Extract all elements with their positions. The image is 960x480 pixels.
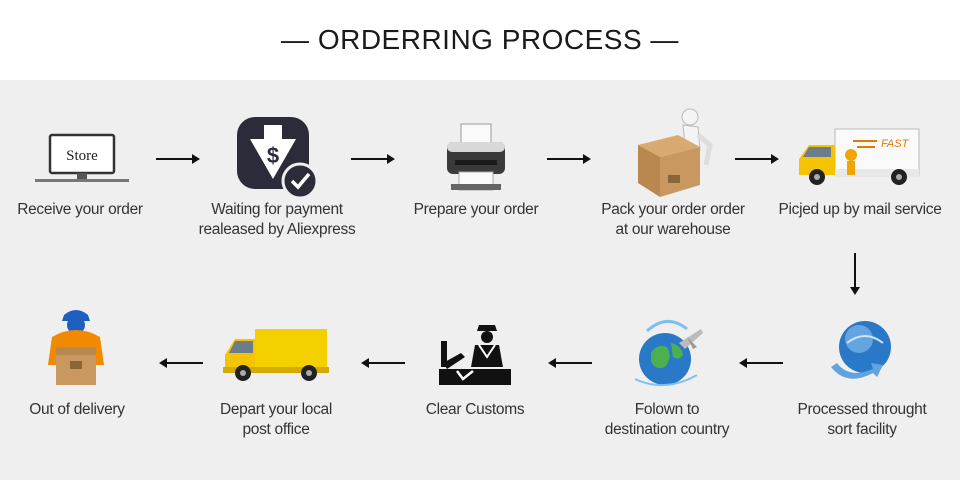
arrow-right-icon [547,154,591,164]
step-label: Folown to destination country [604,401,730,438]
step-destination: Folown to destination country [577,295,757,475]
process-panel: Store Receive your order $ Waiting for [0,80,960,480]
step-pack: Pack your order order at our warehouse [583,80,763,260]
store-text: Store [66,148,98,164]
store-monitor-icon: Store [30,130,130,190]
svg-text:$: $ [267,143,279,168]
step-payment: $ Waiting for payment realeased by Aliex… [187,80,367,260]
step-receive: Store Receive your order [0,80,170,260]
fast-text: FAST [881,138,910,150]
step-label: Out of delivery [29,401,125,418]
arrow-left-icon [739,358,783,368]
step-delivery: Out of delivery [0,295,167,475]
step-label: Depart your local post office [219,401,333,438]
yellow-van-icon [221,325,331,385]
step-sort: Processed throught sort facility [772,295,952,475]
dollar-check-icon: $ [232,115,322,200]
fast-truck-icon: FAST [795,125,925,190]
arrow-down-icon [850,253,860,295]
plane-globe-icon [627,313,707,393]
arrow-left-icon [159,358,203,368]
arrow-right-icon [351,154,395,164]
step-depart: Depart your local post office [186,295,366,475]
step-customs: Clear Customs [385,295,565,475]
step-label: Picjed up by mail service [778,201,942,218]
customs-officer-icon [435,323,515,388]
step-label: Receive your order [17,201,143,218]
printer-icon [441,122,511,197]
step-prepare: Prepare your order [386,80,566,260]
arrow-right-icon [735,154,779,164]
page-title: — ORDERRING PROCESS — [281,24,679,55]
step-label: Clear Customs [425,401,525,418]
header: — ORDERRING PROCESS — [0,0,960,80]
package-worker-icon [628,105,718,200]
step-pickup: FAST Picjed up by mail service [770,80,950,260]
step-label: Prepare your order [413,201,539,218]
arrow-left-icon [548,358,592,368]
step-label: Waiting for payment realeased by Aliexpr… [198,201,356,238]
step-label: Processed throught sort facility [797,401,927,438]
delivery-courier-icon [42,303,112,393]
arrow-left-icon [361,358,405,368]
arrow-right-icon [156,154,200,164]
globe-arrow-icon [827,315,897,390]
step-label: Pack your order order at our warehouse [601,201,745,238]
